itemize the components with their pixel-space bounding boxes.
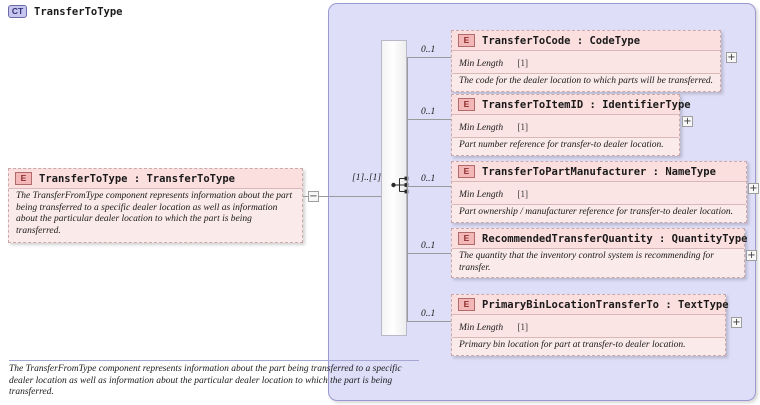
model-group-bar [381, 40, 407, 336]
element-documentation: Part ownership / manufacturer reference … [452, 204, 746, 222]
occurrence-complextype: [1]..[1] [352, 173, 382, 183]
facet-value: [1] [517, 58, 529, 68]
element-badge-icon: E [458, 298, 475, 311]
element-title: RecommendedTransferQuantity : QuantityTy… [482, 232, 748, 245]
element-box-transfertocode[interactable]: E TransferToCode : CodeType Min Length [… [451, 30, 721, 92]
element-facet-row: Min Length [1] [452, 114, 679, 137]
element-badge-icon: E [15, 172, 32, 185]
complextype-header[interactable]: CT TransferToType [8, 5, 123, 18]
complextype-documentation: The TransferFromType component represent… [9, 360, 419, 399]
element-title: TransferToPartManufacturer : NameType [482, 165, 716, 178]
connector-into-modelgroup [329, 196, 382, 197]
connector-child-3 [407, 186, 453, 187]
expand-toggle-child-3[interactable]: + [748, 183, 759, 194]
facet-value: [1] [517, 189, 529, 199]
element-documentation: The quantity that the inventory control … [452, 248, 744, 277]
expand-toggle-child-1[interactable]: + [726, 52, 737, 63]
connector-child-1 [407, 57, 453, 58]
element-header: E RecommendedTransferQuantity : Quantity… [452, 229, 748, 248]
element-header: E TransferToItemID : IdentifierType [452, 95, 691, 114]
expand-toggle-child-2[interactable]: + [682, 116, 693, 127]
facet-name: Min Length [459, 123, 504, 133]
facet-name: Min Length [459, 323, 504, 333]
facet-name: Min Length [459, 59, 504, 69]
occurrence-child-4: 0..1 [421, 241, 436, 251]
occurrence-child-5: 0..1 [421, 309, 436, 319]
element-title: TransferToItemID : IdentifierType [482, 98, 691, 111]
element-header: E TransferToPartManufacturer : NameType [452, 162, 746, 181]
connector-toggle-to-container [319, 196, 329, 197]
element-box-transfertoitemid[interactable]: E TransferToItemID : IdentifierType Min … [451, 94, 691, 156]
facet-value: [1] [517, 122, 529, 132]
element-box-recommendedtransferquantity[interactable]: E RecommendedTransferQuantity : Quantity… [451, 228, 748, 278]
occurrence-child-3: 0..1 [421, 174, 436, 184]
complextype-title: TransferToType [34, 5, 123, 18]
element-box-transfertopartmanufacturer[interactable]: E TransferToPartManufacturer : NameType … [451, 161, 747, 223]
connector-vertical-spine [407, 57, 408, 321]
occurrence-child-2: 0..1 [421, 107, 436, 117]
element-box-primarybinlocationtransferto[interactable]: E PrimaryBinLocationTransferTo : TextTyp… [451, 294, 729, 356]
element-header: E PrimaryBinLocationTransferTo : TextTyp… [452, 295, 729, 314]
element-title: TransferToCode : CodeType [482, 34, 641, 47]
element-badge-icon: E [458, 232, 475, 245]
connector-child-5 [407, 321, 453, 322]
element-badge-icon: E [458, 34, 475, 47]
sequence-compositor-icon[interactable] [391, 176, 413, 194]
element-header: E TransferToCode : CodeType [452, 31, 720, 50]
root-element-title: TransferToType : TransferToType [39, 172, 235, 185]
facet-value: [1] [517, 322, 529, 332]
expand-toggle-child-5[interactable]: + [731, 317, 742, 328]
element-documentation: The code for the dealer location to whic… [452, 73, 720, 91]
complextype-badge-icon: CT [8, 5, 27, 18]
connector-child-2 [407, 119, 453, 120]
element-documentation: Part number reference for transfer-to de… [452, 137, 679, 155]
element-title: PrimaryBinLocationTransferTo : TextType [482, 298, 729, 311]
element-badge-icon: E [458, 165, 475, 178]
element-facet-row: Min Length [1] [452, 314, 725, 337]
element-facet-row: Min Length [1] [452, 50, 720, 73]
occurrence-child-1: 0..1 [421, 45, 436, 55]
collapse-toggle-root[interactable]: − [308, 191, 319, 202]
connector-root-to-toggle [303, 196, 309, 197]
facet-name: Min Length [459, 190, 504, 200]
element-facet-row: Min Length [1] [452, 181, 746, 204]
connector-child-4 [407, 253, 453, 254]
element-badge-icon: E [458, 98, 475, 111]
root-element-header: E TransferToType : TransferToType [9, 169, 302, 188]
root-element-documentation: The TransferFromType component represent… [9, 188, 302, 242]
expand-toggle-child-4[interactable]: + [746, 250, 757, 261]
root-element-box[interactable]: E TransferToType : TransferToType The Tr… [8, 168, 303, 243]
element-documentation: Primary bin location for part at transfe… [452, 337, 725, 355]
